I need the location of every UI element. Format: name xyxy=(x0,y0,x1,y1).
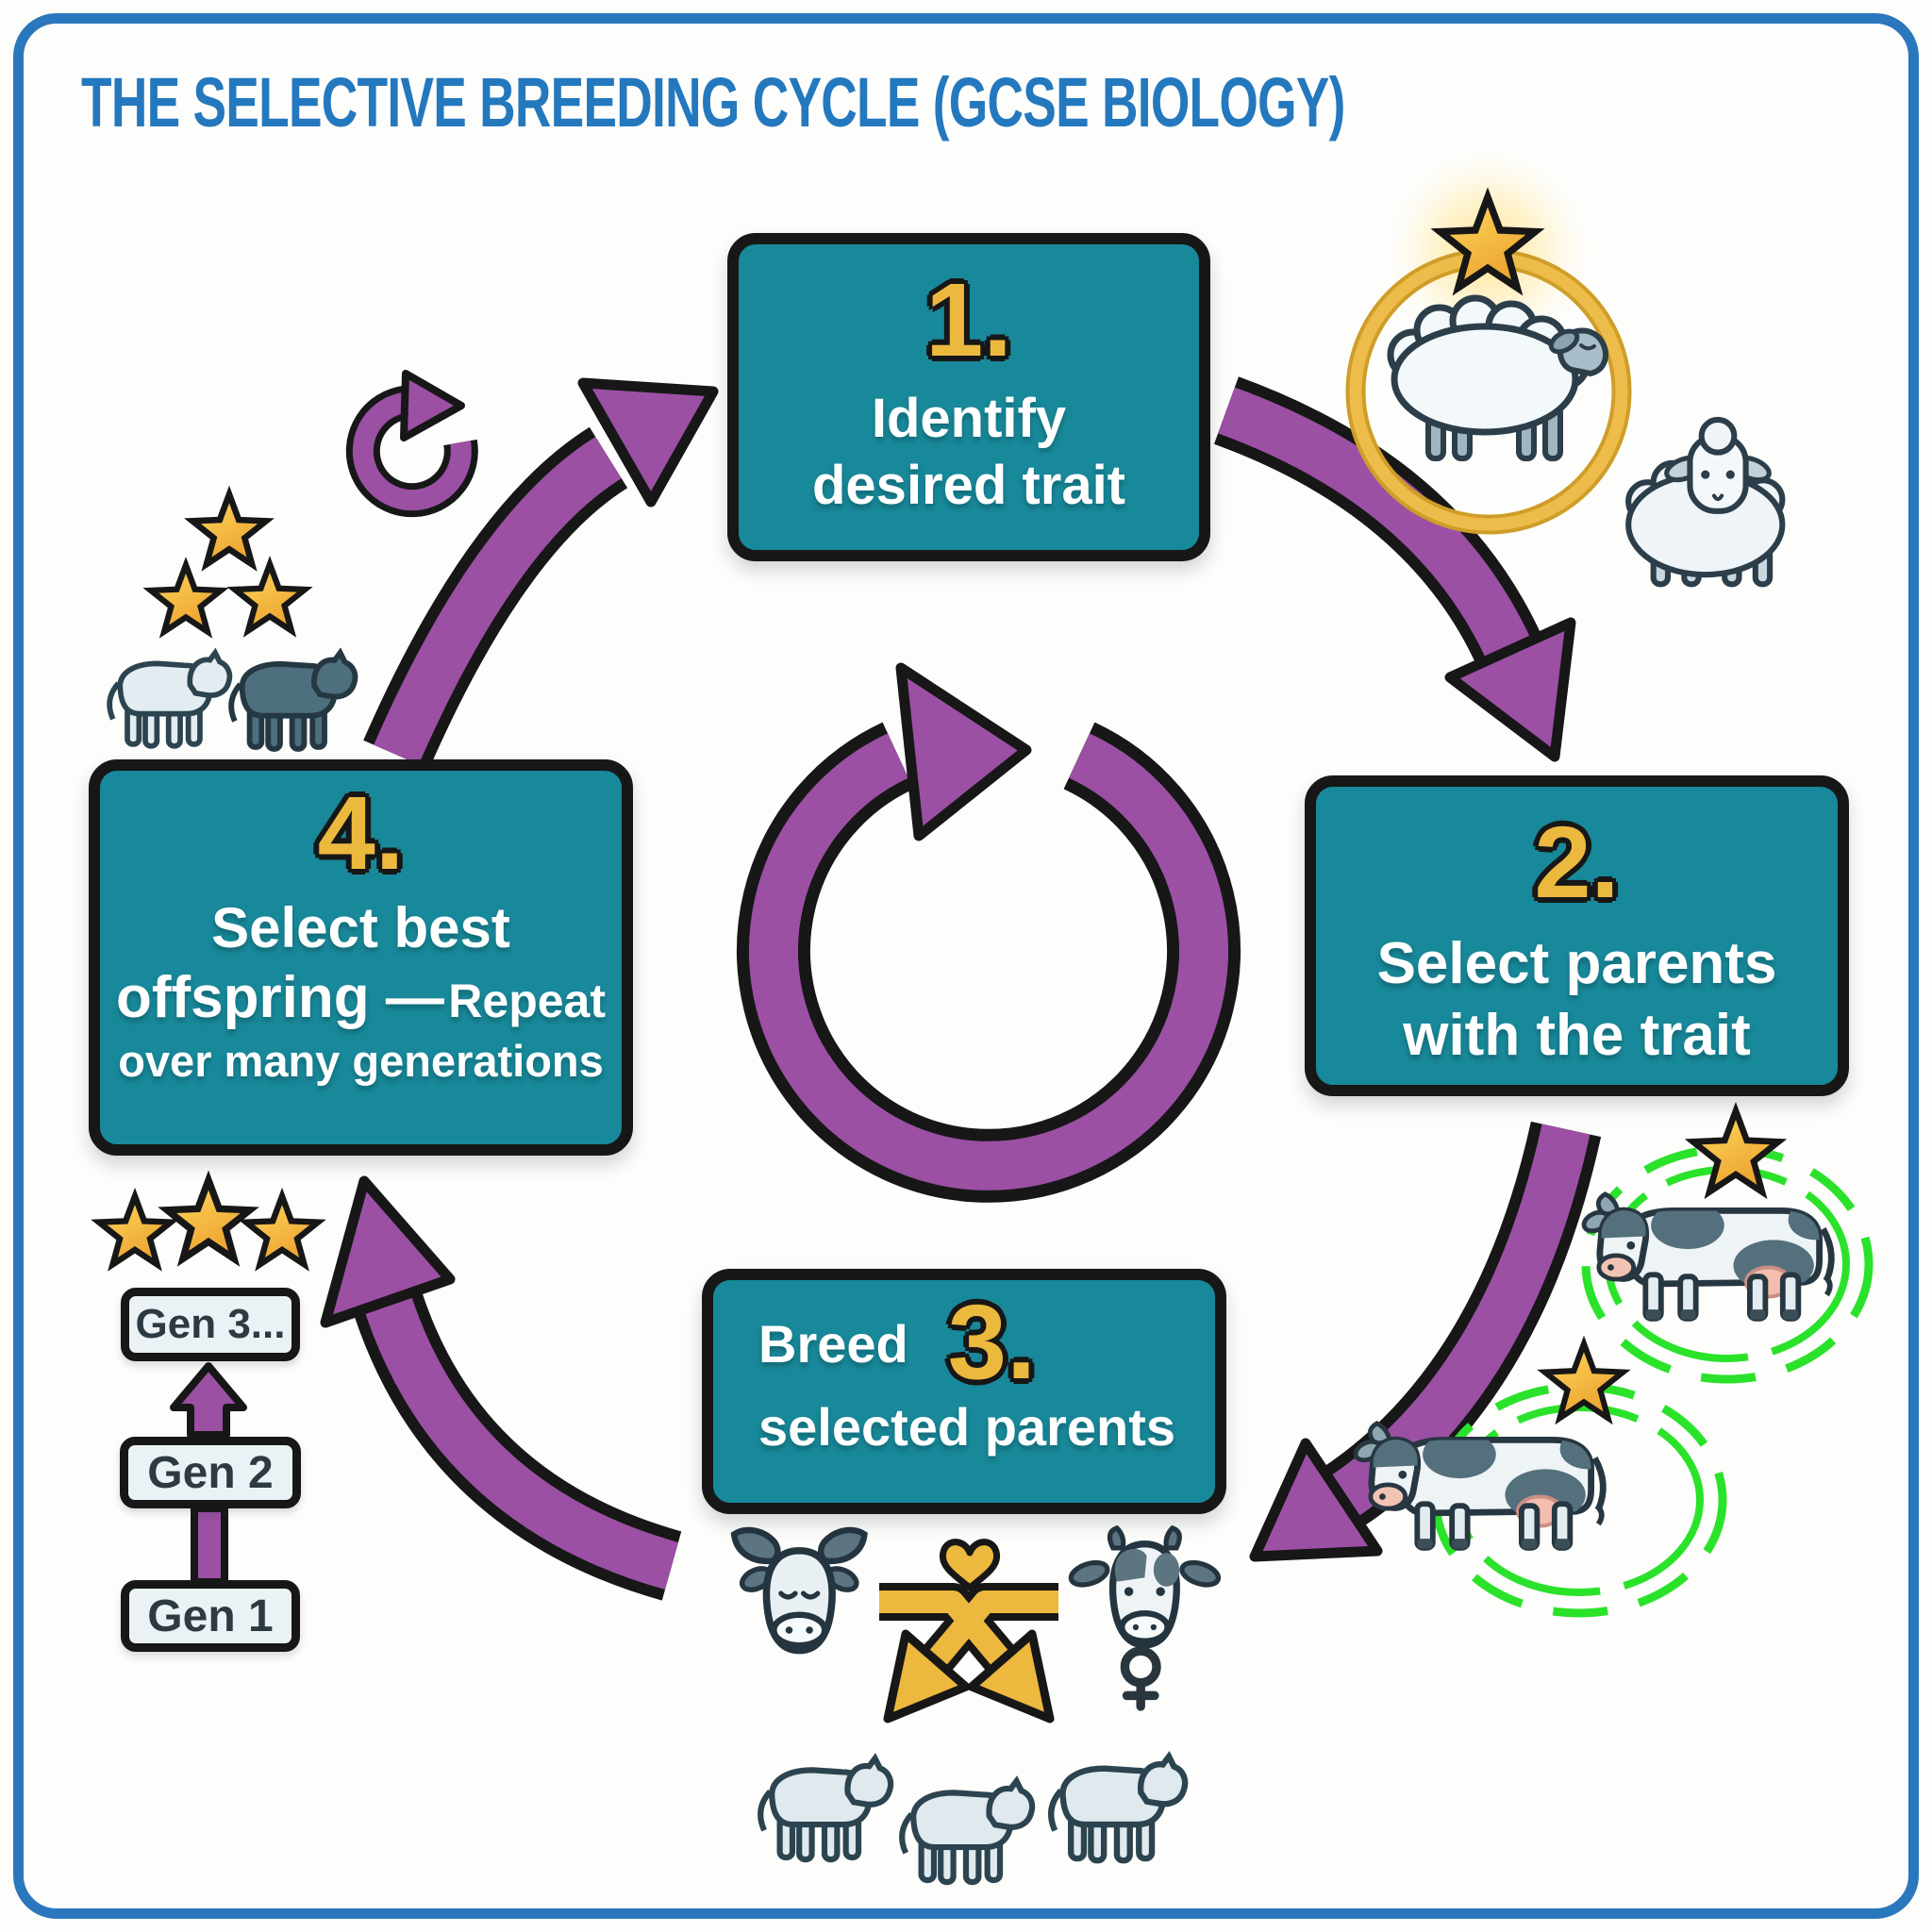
generation-box-1: Gen 1 xyxy=(121,1580,300,1652)
bull-head-icon xyxy=(730,1526,868,1655)
prize-cow-icon xyxy=(1353,1344,1727,1618)
step-2-label-line2: with the trait xyxy=(1403,1002,1751,1068)
step-3-number: 3. xyxy=(947,1283,1037,1401)
calf-icon xyxy=(231,653,355,749)
page-title: THE SELECTIVE BREEDING CYCLE (GCSE BIOLO… xyxy=(81,63,1345,142)
step-4-label-line2: offspring — xyxy=(115,965,444,1031)
generation-box-2: Gen 2 xyxy=(120,1437,301,1508)
calf-icon xyxy=(760,1758,891,1859)
offspring-calves xyxy=(760,1757,1185,1882)
female-symbol-icon xyxy=(1120,1646,1161,1711)
star-icon xyxy=(167,1180,250,1258)
crossbreed-arrows-icon xyxy=(879,1583,1058,1724)
star-icon xyxy=(151,565,221,632)
generation-connector xyxy=(191,1505,228,1586)
cycle-arrow-icon xyxy=(737,662,1241,1203)
calf-icon xyxy=(1051,1757,1185,1860)
step-box-2: 2. Select parents with the trait xyxy=(1305,775,1849,1096)
star-icon xyxy=(99,1196,171,1264)
heart-icon xyxy=(939,1539,1001,1591)
generation-arrow-icon xyxy=(170,1362,247,1439)
arrow-step3-to-step4 xyxy=(320,1175,682,1601)
cow-head-icon xyxy=(1068,1524,1222,1711)
generation-stars xyxy=(99,1180,318,1264)
step-4-label-line2-sub: Repeat xyxy=(448,974,607,1028)
calf-icon xyxy=(902,1781,1032,1882)
step-2-label-line1: Select parents xyxy=(1376,931,1777,996)
refresh-icon xyxy=(345,370,478,518)
arrow-step4-to-step1 xyxy=(363,377,719,770)
prize-sheep-icon xyxy=(1345,151,1632,535)
step-box-4: 4. Select best offspring — Repeat over m… xyxy=(89,759,633,1156)
star-icon xyxy=(1693,1111,1778,1192)
star-icon xyxy=(246,1196,318,1264)
arrow-step1-to-step2 xyxy=(1213,376,1576,762)
step-3-label-prefix: Breed xyxy=(758,1313,908,1374)
cow-icon xyxy=(1353,1424,1615,1549)
sheep-side-icon xyxy=(1387,294,1608,461)
calf-icon xyxy=(109,653,229,746)
step-4-number: 4. xyxy=(317,775,405,891)
step-box-1: 1. Identify desired trait xyxy=(727,233,1210,561)
star-icon xyxy=(235,564,305,631)
best-offspring-group xyxy=(109,494,355,749)
step-4-label-line3: over many generations xyxy=(118,1035,604,1086)
star-icon xyxy=(192,494,266,564)
step-2-number: 2. xyxy=(1534,805,1620,919)
step-4-label-line1: Select best xyxy=(211,896,510,959)
sheep-icon xyxy=(1625,416,1786,588)
frame-border xyxy=(13,13,1919,1919)
step-1-label-line1: Identify xyxy=(871,388,1067,449)
step-1-label-line2: desired trait xyxy=(812,454,1125,516)
step-box-3: Breed 3. selected parents xyxy=(702,1269,1226,1514)
generation-box-3: Gen 3... xyxy=(121,1288,300,1361)
step-3-label-line2: selected parents xyxy=(758,1397,1175,1457)
step-1-number: 1. xyxy=(925,262,1012,378)
prize-cow-icon xyxy=(1581,1111,1874,1384)
